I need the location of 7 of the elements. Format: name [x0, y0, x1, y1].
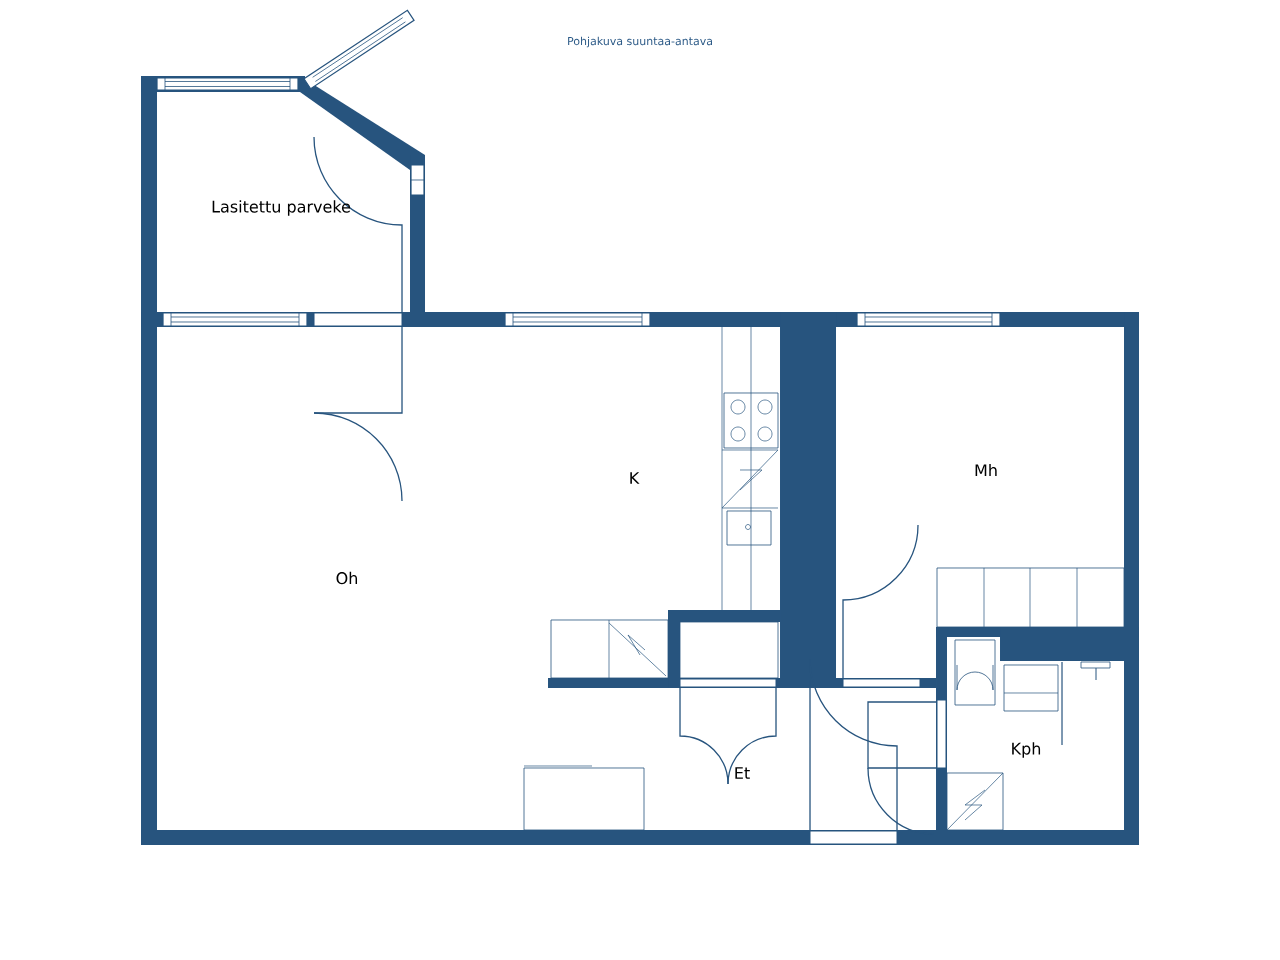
- room-label: Oh: [336, 571, 357, 585]
- room-label: K: [630, 472, 640, 484]
- title: Pohjakuva suuntaa-antava: [568, 36, 712, 48]
- room-label: Lasitettu parveke: [212, 200, 351, 216]
- room-label: Et: [735, 767, 750, 779]
- room-label: Kph: [1012, 742, 1041, 758]
- room-label: Mh: [975, 463, 997, 477]
